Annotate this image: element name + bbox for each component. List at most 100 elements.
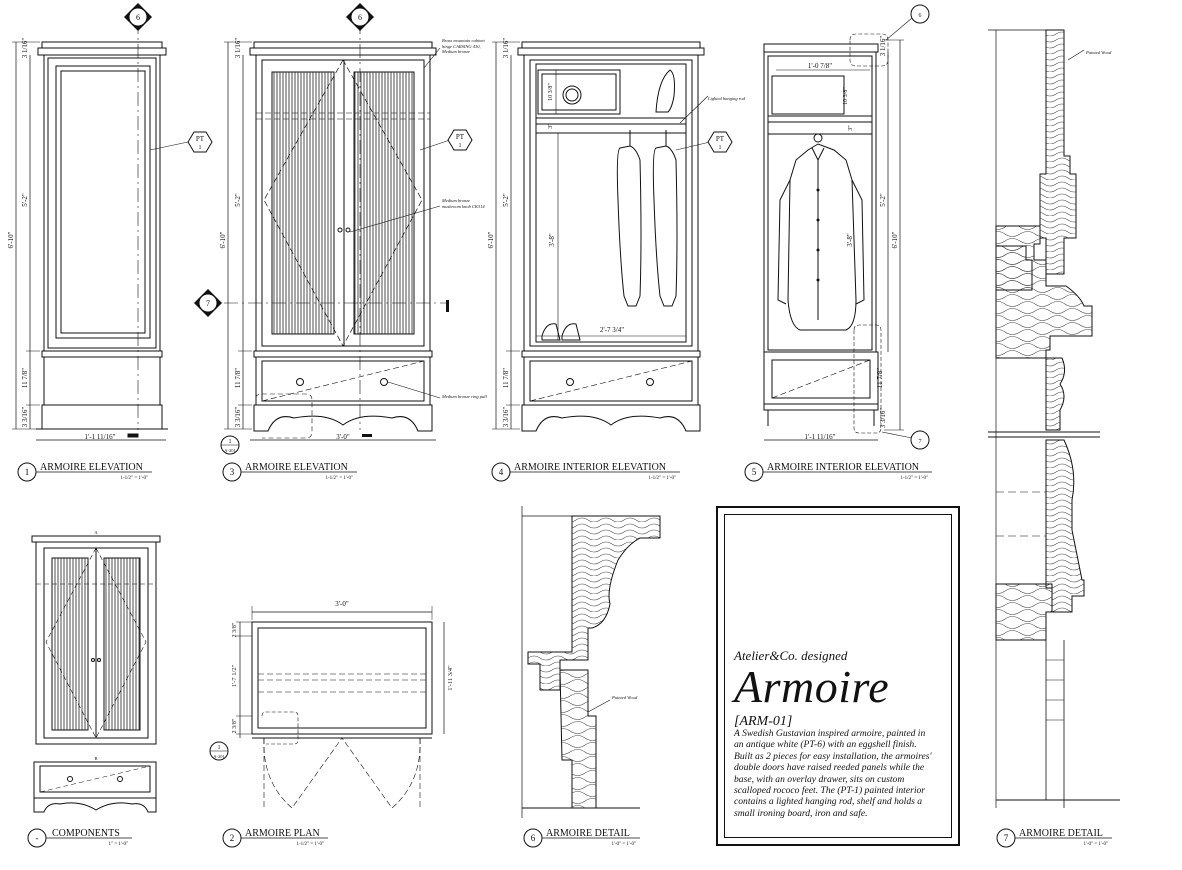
paint-tag-1: PT 1	[187, 131, 213, 153]
svg-text:1'-0" = 1'-0": 1'-0" = 1'-0"	[1083, 842, 1108, 847]
section-marker-3b-label: 7	[206, 299, 210, 308]
callout-hinge: Brass mountain cabinet hinge CARSING 430…	[442, 38, 485, 54]
view-armoire-detail-7	[988, 29, 1120, 808]
view-armoire-detail-6	[521, 506, 661, 818]
dim-upper-height-5: 5'-2"	[879, 193, 887, 207]
dim-base-4: 11 7/8"	[502, 368, 510, 388]
section-marker-5	[910, 4, 930, 24]
svg-text:-: -	[36, 833, 39, 843]
svg-text:1: 1	[25, 467, 30, 477]
svg-text:1-1/2" = 1'-0": 1-1/2" = 1'-0"	[900, 476, 928, 481]
dim-depth-1: 1'-1 11/16"	[85, 433, 116, 441]
dim-crown-5: 3 1/16"	[879, 36, 887, 57]
svg-text:PT: PT	[716, 135, 725, 143]
svg-text:1: 1	[199, 145, 202, 151]
dim-depth-5a: 1'-0 7/8"	[808, 62, 832, 70]
view-components	[31, 535, 161, 813]
svg-text:ARMOIRE DETAIL: ARMOIRE DETAIL	[1019, 828, 1103, 839]
dim-width-2: 3'-0"	[335, 600, 349, 608]
title-block-inner-border	[724, 514, 952, 838]
svg-text:1-1/2" = 1'-0": 1-1/2" = 1'-0"	[296, 842, 324, 847]
label-view-3: 3 ARMOIRE ELEVATION 1-1/2" = 1'-0"	[222, 462, 357, 482]
svg-text:ARMOIRE INTERIOR ELEVATION: ARMOIRE INTERIOR ELEVATION	[767, 462, 919, 473]
svg-text:COMPONENTS: COMPONENTS	[52, 828, 120, 839]
section-cut-end	[446, 300, 449, 312]
label-view-6: 6 ARMOIRE DETAIL 1'-0" = 1'-0"	[523, 828, 640, 848]
dim-base-1: 11 7/8"	[21, 368, 29, 388]
svg-text:3: 3	[230, 467, 235, 477]
component-label-b: B	[94, 756, 97, 761]
dim-upper-height-3: 5'-2"	[234, 193, 242, 207]
view-armoire-plan-2	[236, 606, 445, 809]
studio-name: Atelier&Co. designed	[734, 648, 848, 663]
callout-wood-7: Painted Wood	[1085, 50, 1112, 55]
svg-text:1-1/2" = 1'-0": 1-1/2" = 1'-0"	[120, 476, 148, 481]
dim-shelf-gap-4: 3"	[548, 123, 554, 129]
dim-plan-small-a: 2 3/8"	[232, 622, 238, 637]
dim-overall-height-4: 6'-10"	[487, 231, 495, 248]
dim-interior-height-5: 3'-8"	[846, 233, 854, 247]
paint-tag-3: PT 1	[447, 129, 473, 151]
view-armoire-elevation-1	[12, 20, 189, 441]
paint-tag-4: PT 1	[707, 131, 733, 153]
dim-base-5: 11 7/8"	[876, 368, 884, 388]
dim-plan-small-b: 2 3/8"	[232, 718, 238, 733]
dim-crown-3: 3 1/16"	[234, 38, 242, 59]
label-view-7: 7 ARMOIRE DETAIL 1'-0" = 1'-0"	[996, 828, 1112, 848]
title-block: Atelier&Co. designed Armoire [ARM-01] A …	[716, 506, 960, 846]
svg-text:1: 1	[459, 143, 462, 149]
project-code: [ARM-01]	[734, 714, 793, 729]
component-label-a: A	[94, 530, 98, 535]
detail-ref-3: 1 A-201	[220, 435, 240, 455]
section-marker-1	[128, 7, 148, 27]
dim-overall-height-1: 6'-10"	[7, 231, 15, 248]
callout-hanging-rod: Lighted hanging rod	[707, 96, 746, 101]
project-title: Armoire	[734, 661, 890, 712]
svg-text:6: 6	[531, 833, 536, 843]
dim-crown-4: 3 1/16"	[502, 38, 510, 59]
svg-text:ARMOIRE INTERIOR ELEVATION: ARMOIRE INTERIOR ELEVATION	[514, 462, 666, 473]
svg-text:ARMOIRE PLAN: ARMOIRE PLAN	[245, 828, 320, 839]
label-view-4: 4 ARMOIRE INTERIOR ELEVATION 1-1/2" = 1'…	[491, 462, 680, 482]
svg-text:PT: PT	[456, 133, 465, 141]
svg-text:1: 1	[218, 745, 221, 751]
label-view-1: 1 ARMOIRE ELEVATION 1-1/2" = 1'-0"	[17, 462, 152, 482]
svg-text:4: 4	[499, 467, 504, 477]
dim-plan-depth-2: 1'-7 1/2"	[231, 664, 238, 687]
svg-text:A-201: A-201	[224, 448, 236, 453]
detail-ref-2: 1 A-201	[209, 741, 229, 761]
section-marker-5b	[910, 430, 930, 450]
svg-text:2: 2	[230, 833, 235, 843]
svg-text:A-201: A-201	[213, 754, 225, 759]
section-cut-base	[362, 434, 372, 437]
label-components: - COMPONENTS 1" = 1'-0"	[27, 828, 132, 848]
dim-base-3: 11 7/8"	[234, 368, 242, 388]
dim-interior-width-4: 2'-7 3/4"	[600, 326, 624, 334]
dim-depth-5b: 1'-1 11/16"	[805, 433, 836, 441]
svg-text:1-1/2" = 1'-0": 1-1/2" = 1'-0"	[325, 476, 353, 481]
callout-ring-pull: Medium bronze ring pull	[442, 394, 487, 399]
label-view-5: 5 ARMOIRE INTERIOR ELEVATION 1-1/2" = 1'…	[744, 462, 932, 482]
dim-overall-height-3: 6'-10"	[219, 231, 227, 248]
section-marker-3b	[198, 293, 218, 313]
dim-overall-height-5: 6'-10"	[891, 231, 899, 248]
label-view-2: 2 ARMOIRE PLAN 1-1/2" = 1'-0"	[222, 828, 328, 848]
svg-text:5: 5	[752, 467, 757, 477]
dim-plan-total-2: 1'-11 3/4"	[447, 665, 454, 691]
dim-feet-4: 3 3/16"	[502, 407, 510, 428]
dim-feet-1: 3 3/16"	[21, 407, 29, 428]
svg-text:1: 1	[229, 439, 232, 445]
section-marker-5-label: 6	[919, 13, 922, 19]
svg-text:ARMOIRE ELEVATION: ARMOIRE ELEVATION	[40, 462, 143, 473]
section-marker-3	[350, 7, 370, 27]
dim-upper-height-1: 5'-2"	[21, 193, 29, 207]
svg-text:7: 7	[1004, 833, 1009, 843]
svg-text:1'-0" = 1'-0": 1'-0" = 1'-0"	[611, 842, 636, 847]
svg-text:ARMOIRE ELEVATION: ARMOIRE ELEVATION	[245, 462, 348, 473]
svg-text:1" = 1'-0": 1" = 1'-0"	[109, 842, 128, 847]
callout-wood-6: Painted Wood	[611, 695, 638, 700]
dim-width-3: 3'-0"	[336, 433, 350, 441]
dim-feet-5: 3 3/16"	[879, 408, 887, 429]
project-description: A Swedish Gustavian inspired armoire, pa…	[734, 728, 932, 819]
